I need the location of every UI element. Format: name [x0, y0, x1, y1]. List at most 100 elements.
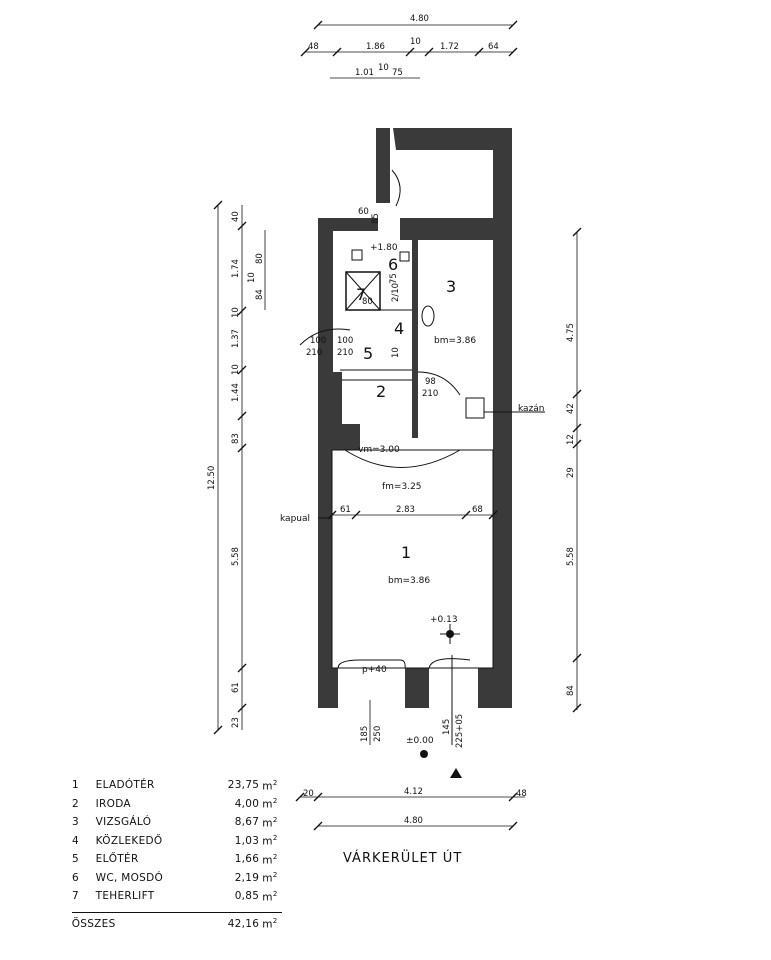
- door-arc-5: [299, 328, 351, 346]
- dim-small: 210: [337, 348, 353, 358]
- legend-unit: m2: [262, 852, 278, 867]
- tick: [313, 792, 323, 802]
- tick: [327, 510, 337, 520]
- dim-top-seg: 48: [308, 42, 319, 52]
- legend-room-area: 4,00: [234, 797, 260, 810]
- walls: [318, 128, 512, 708]
- legend-room-name: ELŐTÉR: [95, 853, 139, 866]
- tick: [572, 227, 582, 237]
- wall-left-lower: [318, 448, 332, 708]
- tick: [213, 200, 223, 210]
- legend-unit: m2: [262, 871, 278, 885]
- wall-top-cross: [318, 218, 378, 231]
- tick: [572, 439, 582, 449]
- dim-small: 100: [337, 336, 353, 346]
- dim-top-sub: 10: [378, 63, 389, 73]
- room-number-1: 1: [401, 543, 411, 562]
- legend-room-area: 0,85: [234, 890, 260, 903]
- tick: [572, 423, 582, 433]
- dim-right-seg: 84: [566, 685, 576, 696]
- level-markers: [420, 624, 462, 778]
- door-arc-front-left: [337, 659, 406, 669]
- legend-room-name: VIZSGÁLÓ: [95, 816, 152, 829]
- dim-bottom-seg: 4.12: [404, 787, 423, 797]
- legend-room-area: 8,67: [234, 816, 260, 829]
- door-arc-2: [417, 371, 461, 396]
- legend-unit: m2: [262, 834, 278, 848]
- tick: [461, 510, 471, 520]
- street-name: VÁRKERÜLET ÚT: [343, 851, 463, 866]
- north-arrow-icon: [450, 768, 462, 778]
- room-number-3: 3: [446, 277, 456, 296]
- tick: [237, 306, 247, 316]
- boiler-box: [465, 397, 485, 419]
- dim-bottom-seg: 48: [516, 789, 527, 799]
- legend-room-name: IRODA: [95, 797, 131, 810]
- legend-room-number: 5: [72, 853, 79, 866]
- legend-room-number: 1: [72, 779, 79, 792]
- dim-entrance: 225+05: [455, 714, 465, 748]
- tick: [508, 792, 518, 802]
- room-number-5: 5: [363, 344, 373, 363]
- wall-under-office: [318, 424, 360, 450]
- dim-bottom-total: 4.80: [404, 816, 423, 826]
- tick: [572, 653, 582, 663]
- annotation-kapual: kapual: [280, 514, 310, 524]
- dim-right-seg: 5.58: [566, 547, 576, 566]
- tick: [313, 20, 323, 30]
- dim-top-seg: 10: [410, 37, 421, 47]
- wall-office-left: [332, 372, 342, 424]
- legend-unit: m2: [262, 917, 278, 931]
- legend-room-area: 23,75: [227, 779, 260, 792]
- dim-left-inner: 10: [247, 272, 257, 283]
- dim-right-seg: 42: [566, 403, 576, 414]
- tick: [313, 821, 323, 831]
- wall-front-right: [478, 668, 512, 708]
- tick: [572, 389, 582, 399]
- tick: [237, 365, 247, 375]
- dim-small: 80: [362, 297, 373, 307]
- dim-entrance: 145: [442, 719, 452, 735]
- dimension-ticks: [213, 20, 582, 831]
- wall-top-left-short: [376, 128, 390, 203]
- annotation-bm-room3: bm=3.86: [434, 336, 476, 346]
- tick: [300, 47, 310, 57]
- legend-room-number: 6: [72, 871, 79, 884]
- legend-unit: m2: [262, 797, 278, 811]
- tick: [332, 47, 342, 57]
- dim-small: 60: [358, 207, 369, 217]
- legend-room-area: 2,19: [234, 871, 260, 884]
- wall-front-mid: [405, 668, 429, 708]
- tick: [237, 663, 247, 673]
- wall-top-cross-right: [400, 218, 493, 240]
- dim-left-seg: 10: [231, 307, 241, 318]
- dim-small: 2/10: [391, 283, 401, 302]
- lift-cross-b: [345, 271, 381, 311]
- legend-room-name: ELADÓTÉR: [95, 779, 155, 792]
- dim-small: 210: [306, 348, 322, 358]
- level-marker-outside: [420, 750, 428, 758]
- dim-top-total: 4.80: [410, 14, 429, 24]
- annotation-fm: fm=3.25: [382, 482, 422, 492]
- dim-small: 75: [389, 273, 399, 284]
- dim-small: 85: [371, 213, 381, 224]
- tick: [488, 510, 498, 520]
- dim-left-seg: 83: [231, 433, 241, 444]
- room-1-outline: [331, 449, 494, 669]
- annotation-level-inside: +0.13: [430, 615, 458, 625]
- room-number-4: 4: [394, 319, 404, 338]
- legend-room-name: WC, MOSDÓ: [95, 871, 164, 884]
- door-arc-stair: [391, 169, 401, 207]
- dim-left-seg: 10: [231, 364, 241, 375]
- dim-left-seg: 1.44: [231, 383, 241, 402]
- dim-small: 210: [422, 389, 438, 399]
- dim-left-seg: 5.58: [231, 547, 241, 566]
